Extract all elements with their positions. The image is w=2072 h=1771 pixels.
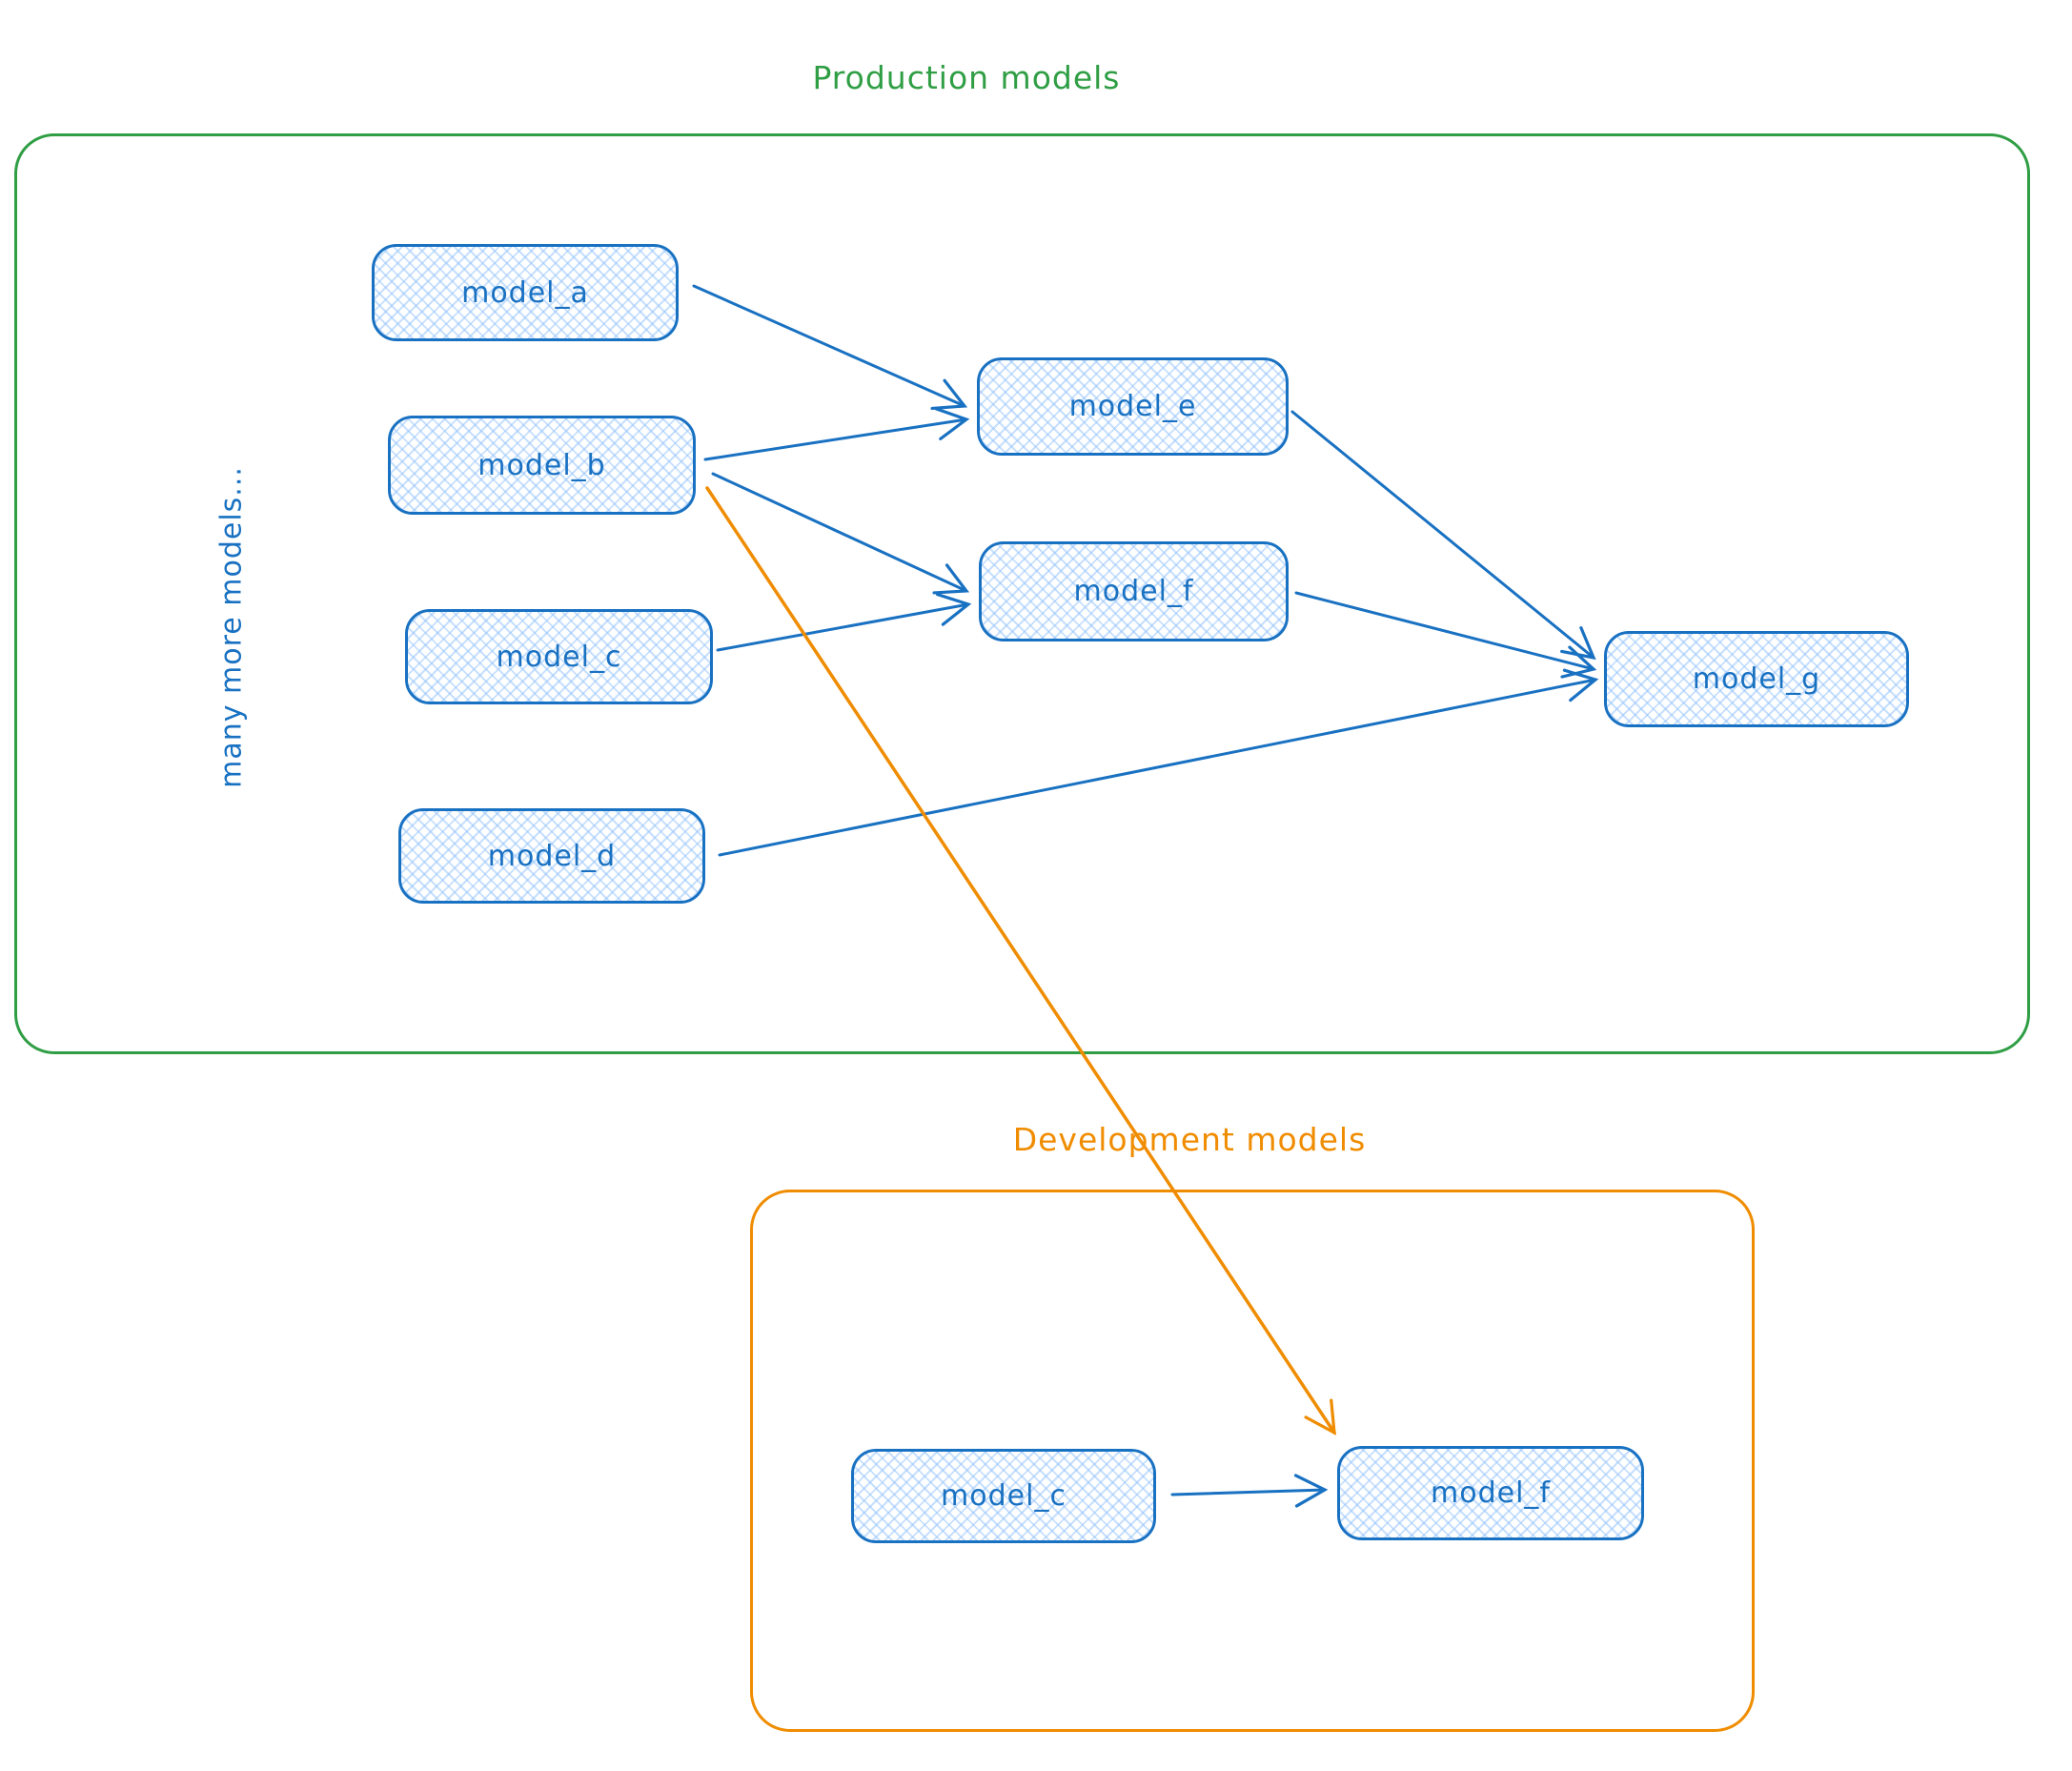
many-more-models-label: many more models... xyxy=(214,466,249,788)
node-model-a-label: model_a xyxy=(461,275,589,310)
node-model-b: model_b xyxy=(388,416,696,515)
node-model-a: model_a xyxy=(372,244,679,341)
node-model-f-label: model_f xyxy=(1073,575,1194,608)
node-dev-model-f: model_f xyxy=(1337,1446,1644,1540)
production-title: Production models xyxy=(812,59,1121,96)
node-model-c: model_c xyxy=(405,609,713,704)
node-model-g: model_g xyxy=(1604,631,1909,727)
node-dev-model-f-label: model_f xyxy=(1431,1476,1551,1510)
node-model-d-label: model_d xyxy=(487,839,617,873)
node-model-e-label: model_e xyxy=(1068,390,1197,423)
node-model-c-label: model_c xyxy=(496,640,622,674)
node-dev-model-c: model_c xyxy=(851,1449,1156,1543)
node-dev-model-c-label: model_c xyxy=(941,1479,1066,1513)
node-model-f: model_f xyxy=(979,541,1289,641)
node-model-g-label: model_g xyxy=(1692,662,1821,696)
node-model-e: model_e xyxy=(977,357,1289,456)
node-model-d: model_d xyxy=(398,808,705,904)
development-title: Development models xyxy=(1012,1121,1367,1158)
node-model-b-label: model_b xyxy=(477,448,606,482)
